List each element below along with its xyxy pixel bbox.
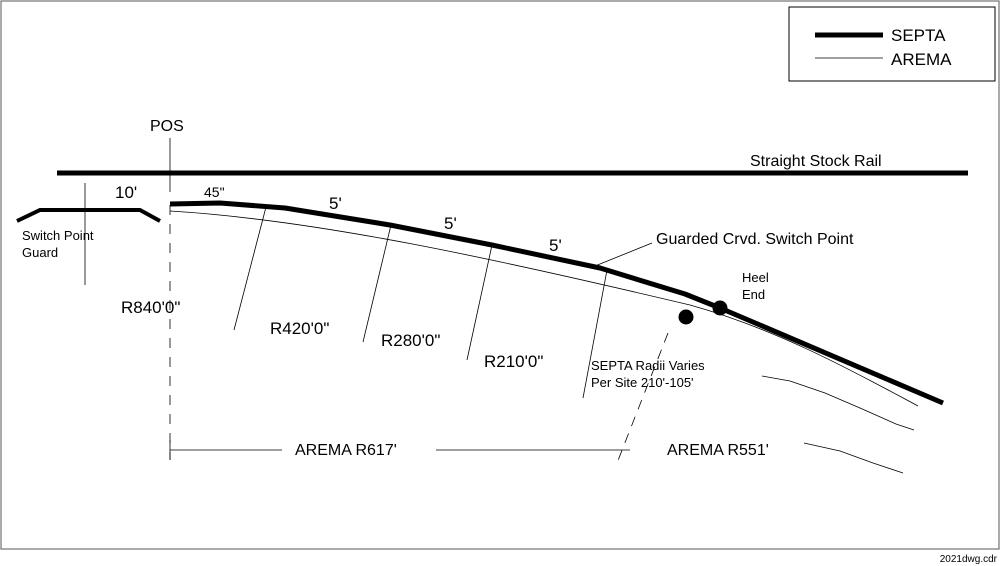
arema-r551-curve-lower <box>803 442 904 474</box>
dimension-10ft: 10' <box>115 183 137 202</box>
arema-r551-label: AREMA R551' <box>667 442 769 459</box>
septa-radii-label-line2: Per Site 210'-105' <box>591 375 694 390</box>
legend: SEPTA AREMA <box>788 6 996 82</box>
radius-280-label: R280'0" <box>381 331 440 350</box>
radius-210-leader <box>466 244 493 361</box>
switch-point-guard-label-line2: Guard <box>22 245 58 260</box>
heel-dashed-leader <box>616 332 669 464</box>
heel-point-septa <box>712 300 728 316</box>
septa-radii-label-line1: SEPTA Radii Varies <box>591 358 705 373</box>
arema-r617-label: AREMA R617' <box>295 442 397 459</box>
arema-curve <box>169 210 919 407</box>
heel-point-arema <box>678 309 694 325</box>
drawing-border <box>0 0 1000 550</box>
radius-280-leader <box>362 224 392 343</box>
dimension-5ft-c: 5' <box>549 236 562 255</box>
heel-end-label-line2: End <box>742 287 765 302</box>
dimension-5ft-a: 5' <box>329 194 342 213</box>
switch-point-guard <box>16 208 161 223</box>
straight-stock-rail-label: Straight Stock Rail <box>750 153 882 170</box>
legend-septa-label: SEPTA <box>891 26 946 45</box>
radius-420-label: R420'0" <box>270 319 329 338</box>
file-name-label: 2021dwg.cdr <box>940 554 998 565</box>
radius-210-label: R210'0" <box>484 352 543 371</box>
guarded-switch-point-leader <box>594 242 653 267</box>
radius-840-label: R840'0" <box>121 298 180 317</box>
heel-end-label-line1: Heel <box>742 270 769 285</box>
guarded-switch-point-label: Guarded Crvd. Switch Point <box>656 231 854 248</box>
legend-box <box>788 6 996 82</box>
arema-r551-curve-upper <box>761 375 915 431</box>
legend-arema-label: AREMA <box>891 50 952 69</box>
switch-point-guard-label-line1: Switch Point <box>22 228 94 243</box>
dimension-45in: 45" <box>204 184 225 200</box>
pos-label: POS <box>150 118 184 135</box>
septa-radii-leader <box>582 269 608 399</box>
radius-420-leader <box>233 206 267 331</box>
dimension-5ft-b: 5' <box>444 214 457 233</box>
